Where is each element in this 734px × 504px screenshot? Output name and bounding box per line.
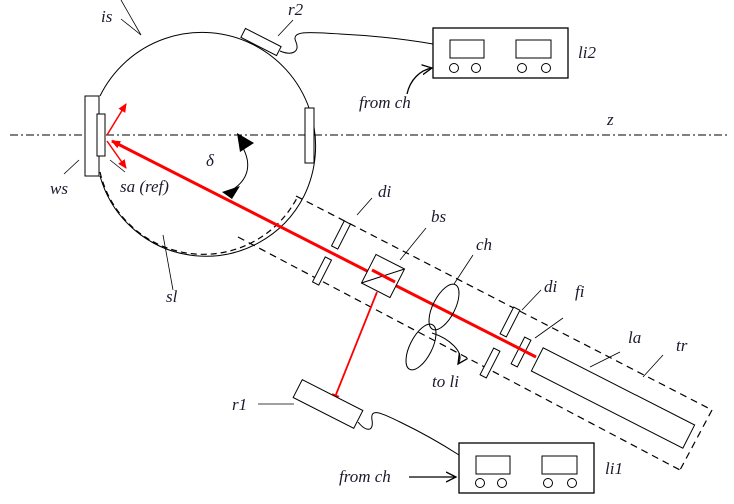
label-is: is <box>101 7 113 26</box>
label-ws: ws <box>50 179 68 198</box>
lock-in-li1 <box>458 442 595 494</box>
label-r1: r1 <box>232 395 247 414</box>
label-ch: ch <box>476 235 492 254</box>
r1-cable <box>357 412 460 456</box>
split-beam <box>332 291 378 403</box>
lock-in-li2 <box>432 27 569 79</box>
label-fi: fi <box>575 282 585 301</box>
label-di-right: di <box>544 277 558 296</box>
reflection-down <box>106 140 127 169</box>
label-to-li: to li <box>432 372 459 391</box>
laser-beam <box>111 139 537 359</box>
label-r2: r2 <box>288 0 304 19</box>
diaphragm-di-left <box>311 220 352 286</box>
tube-tr <box>237 195 713 471</box>
label-from-ch-bottom: from ch <box>339 467 391 486</box>
label-di-top: di <box>378 182 392 201</box>
r2-cable <box>279 31 434 54</box>
laser-la <box>530 347 696 449</box>
leader-lines <box>63 0 664 405</box>
reflection-up <box>106 103 127 136</box>
label-bs: bs <box>431 207 447 226</box>
label-from-ch-top: from ch <box>359 93 411 112</box>
filter-fi <box>510 336 532 368</box>
to-li-arrow <box>431 332 460 364</box>
label-z: z <box>606 110 614 129</box>
delta-arrowhead-top <box>237 133 254 152</box>
label-la: la <box>628 328 641 347</box>
sample-sa <box>96 113 106 157</box>
label-li2: li2 <box>578 43 596 62</box>
delta-arrowhead-bottom <box>222 186 240 199</box>
label-delta: δ <box>206 151 215 170</box>
label-tr: tr <box>676 336 688 355</box>
beam-segment-bs <box>371 268 396 284</box>
label-sa-ref: sa (ref) <box>120 177 169 196</box>
label-li1: li1 <box>605 459 623 478</box>
from-ch-arrow-top <box>406 68 432 95</box>
delta-angle-arc <box>231 147 249 191</box>
diaphragm-di-right <box>479 306 521 379</box>
chopper-ch <box>405 283 460 371</box>
right-port <box>304 107 315 164</box>
detector-r1 <box>292 378 364 430</box>
detector-r2 <box>240 27 282 57</box>
label-sl: sl <box>166 287 178 306</box>
integrating-sphere <box>99 31 317 197</box>
